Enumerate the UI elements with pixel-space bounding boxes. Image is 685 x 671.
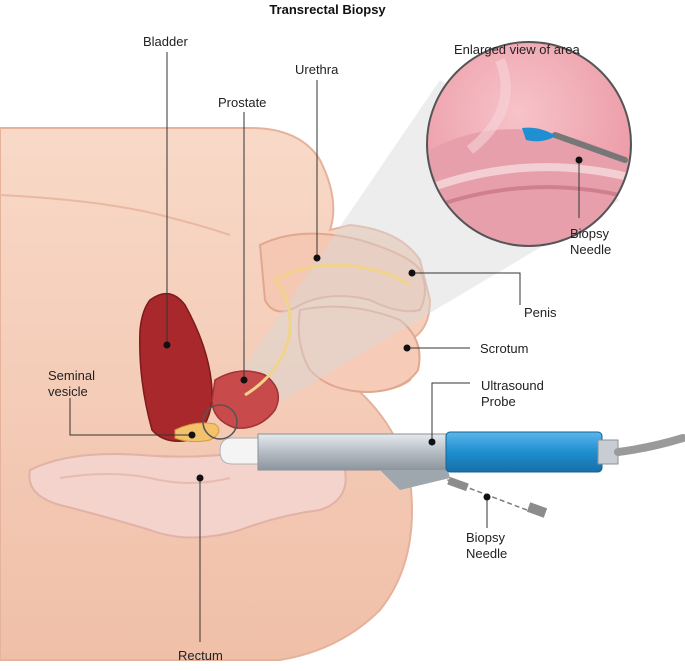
needle-gun-part-1 (447, 476, 469, 492)
label-urethra: Urethra (295, 62, 339, 77)
label-scrotum: Scrotum (480, 341, 529, 356)
probe-shaft (257, 433, 449, 471)
diagram-title: Transrectal Biopsy (269, 2, 386, 17)
enlarged-area-circle (202, 404, 238, 440)
probe-tip (219, 437, 261, 465)
label-ultrasound-probe: Ultrasound Probe (481, 378, 544, 409)
label-seminal-vesicle: Seminal vesicle (48, 368, 95, 399)
penis-shape (258, 232, 426, 313)
probe-handle (445, 431, 603, 473)
leader-dots (163, 156, 583, 501)
probe-cable (614, 434, 685, 456)
label-prostate: Prostate (218, 95, 267, 110)
rectum-inner (59, 473, 231, 484)
leader-lines (69, 52, 580, 642)
needle-gun-part-2 (526, 502, 548, 518)
urethra-path (244, 263, 411, 397)
label-biopsy-needle-inset: Biopsy Needle (570, 226, 612, 257)
scrotum-shape (297, 305, 421, 394)
label-bladder: Bladder (143, 34, 188, 49)
probe-grip (380, 470, 450, 490)
seminal-vesicle-shape (174, 422, 220, 443)
upper-back-fold (0, 194, 231, 236)
label-penis: Penis (524, 305, 557, 320)
prostate-shape (211, 370, 280, 429)
inset-title: Enlarged view of area (454, 42, 580, 57)
label-rectum: Rectum (178, 648, 223, 663)
label-biopsy-needle-bottom: Biopsy Needle (466, 530, 508, 561)
